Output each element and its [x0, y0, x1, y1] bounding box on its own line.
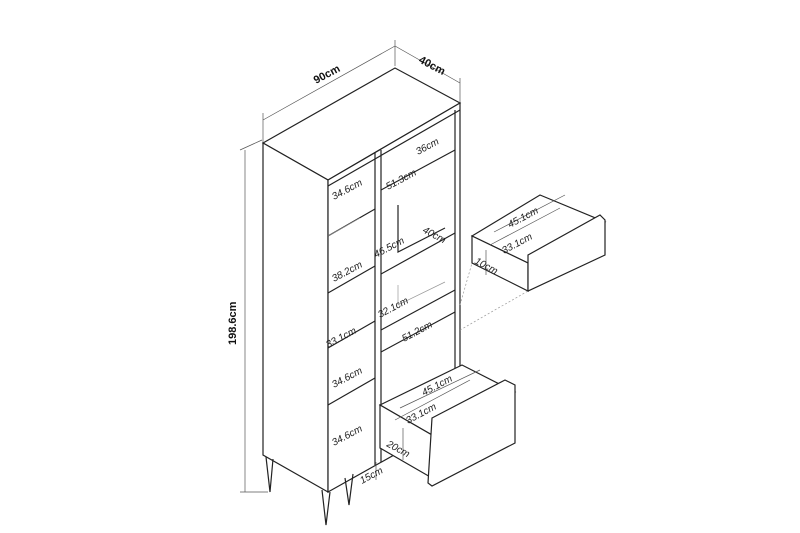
drawer-detail	[459, 194, 607, 331]
overall-dimension-lines	[239, 40, 461, 493]
cabinet-legs	[265, 456, 354, 526]
open-drawer	[375, 364, 517, 487]
depth-label: 40cm	[417, 54, 448, 78]
width-label: 90cm	[312, 63, 343, 87]
cabinet-body	[261, 67, 462, 494]
height-label: 198.6cm	[227, 301, 239, 345]
